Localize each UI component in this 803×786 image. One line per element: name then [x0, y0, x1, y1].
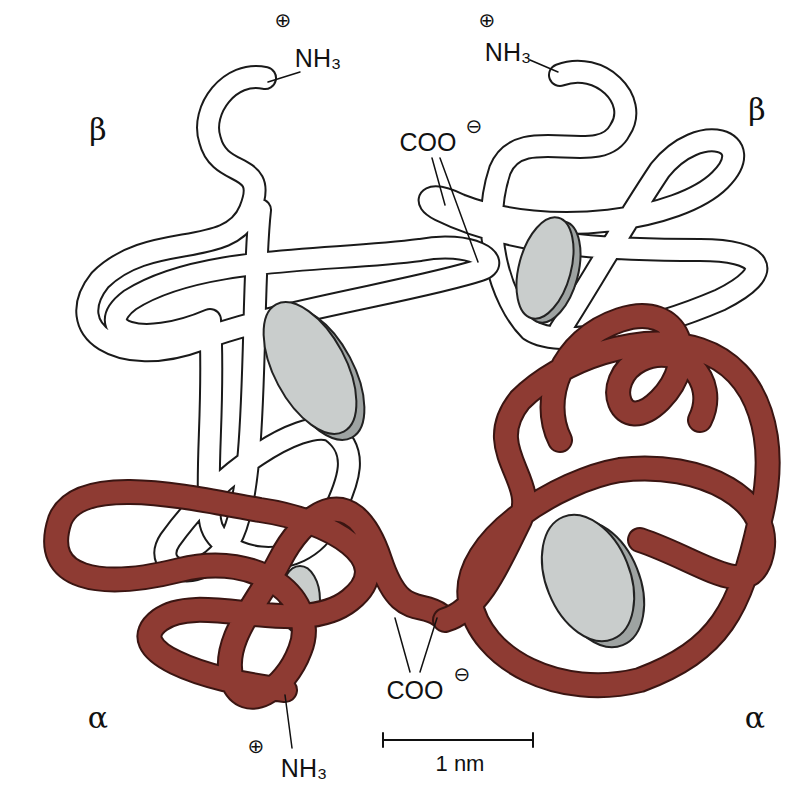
scale-label: 1 nm: [436, 753, 485, 775]
terminus-label: COO: [387, 678, 444, 703]
charge-symbol: ⊖: [454, 664, 471, 684]
chain-label: α: [88, 703, 108, 733]
terminus-label: NH₃: [295, 46, 341, 71]
charge-symbol: ⊕: [275, 10, 292, 30]
terminus-label: NH₃: [485, 40, 531, 65]
charge-symbol: ⊕: [479, 10, 496, 30]
charge-symbol: ⊖: [466, 116, 483, 136]
chain-label: β: [748, 95, 765, 125]
chain-label: β: [89, 115, 106, 145]
terminus-label: NH₃: [281, 756, 327, 781]
terminus-label: COO: [400, 130, 457, 155]
charge-symbol: ⊕: [248, 736, 265, 756]
chain-label: α: [745, 703, 765, 733]
